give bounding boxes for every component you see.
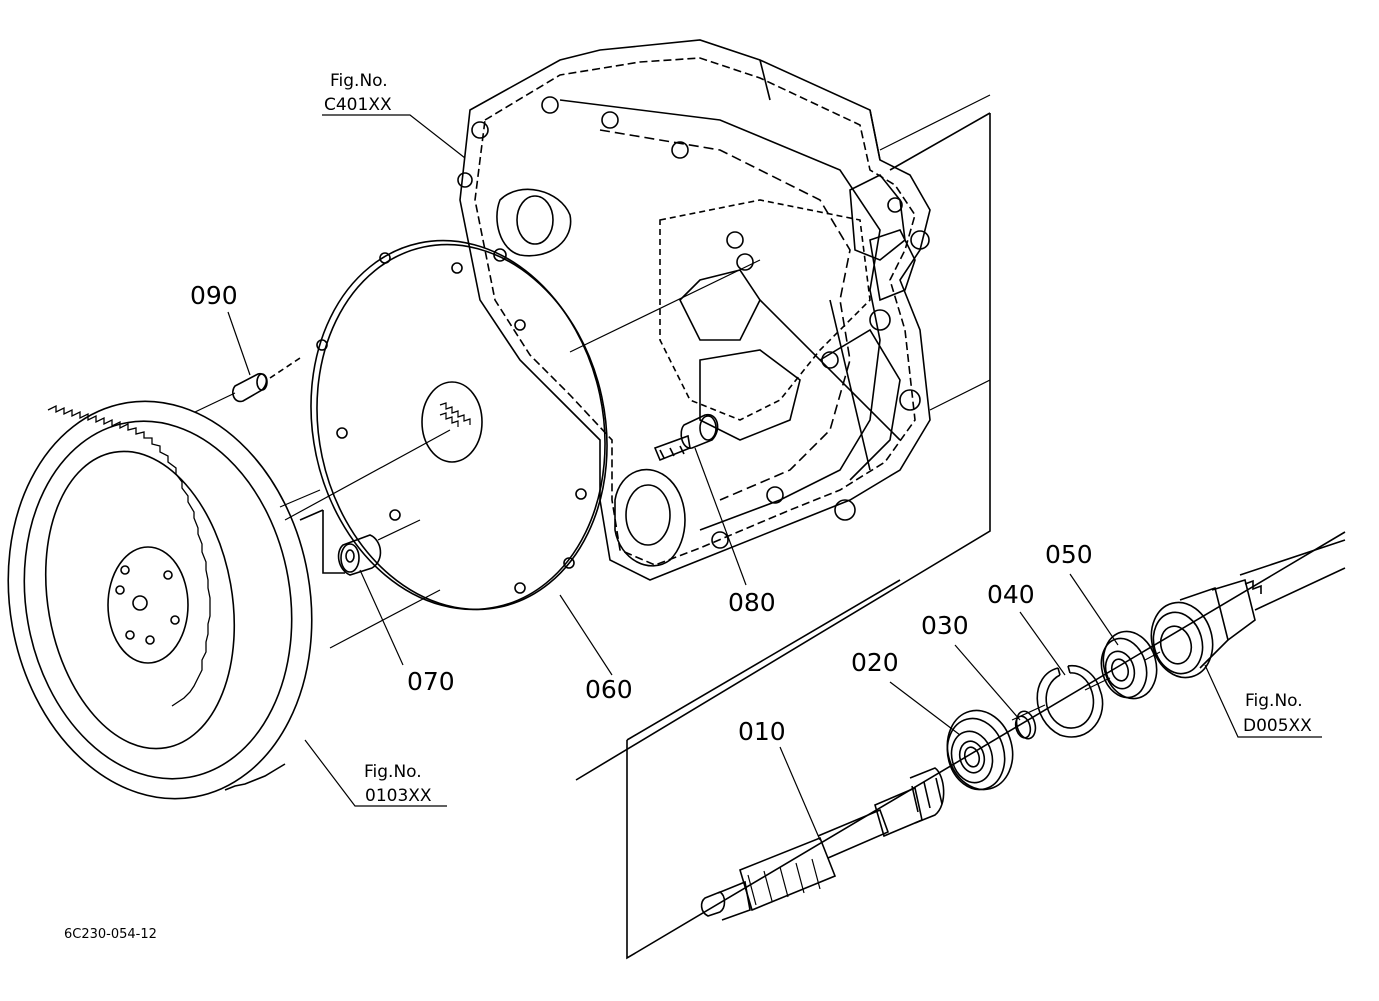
fig-ref-top-code: C401XX	[324, 95, 392, 115]
part-label-020: 020	[851, 648, 899, 677]
retaining-ring	[1036, 664, 1104, 738]
clutch-assembly	[1150, 539, 1346, 679]
leader-lines	[227, 114, 1322, 841]
spline-sleeve	[337, 534, 382, 576]
dowel-pin	[232, 357, 301, 403]
ball-bearing	[946, 709, 1014, 791]
part-label-080: 080	[728, 588, 776, 617]
transmission-housing	[457, 39, 931, 581]
input-shaft	[700, 767, 945, 921]
part-label-010: 010	[738, 717, 786, 746]
flange-bolt	[653, 414, 719, 462]
fig-ref-top-title: Fig.No.	[330, 71, 388, 91]
part-label-090: 090	[190, 281, 238, 310]
assembly-centerlines	[194, 94, 1161, 721]
part-label-030: 030	[921, 611, 969, 640]
bearing-050	[1100, 630, 1158, 700]
flexplate-disc	[310, 239, 608, 611]
part-label-060: 060	[585, 675, 633, 704]
part-label-040: 040	[987, 580, 1035, 609]
fig-ref-right-code: D005XX	[1243, 716, 1312, 736]
fig-ref-right-title: Fig.No.	[1245, 691, 1303, 711]
flywheel	[7, 400, 313, 800]
drawing-code: 6C230-054-12	[64, 927, 157, 942]
fig-ref-left-title: Fig.No.	[364, 762, 422, 782]
upper-plane-outline	[299, 112, 991, 781]
part-label-070: 070	[407, 667, 455, 696]
part-label-050: 050	[1045, 540, 1093, 569]
fig-ref-left-code: 0103XX	[365, 786, 432, 806]
